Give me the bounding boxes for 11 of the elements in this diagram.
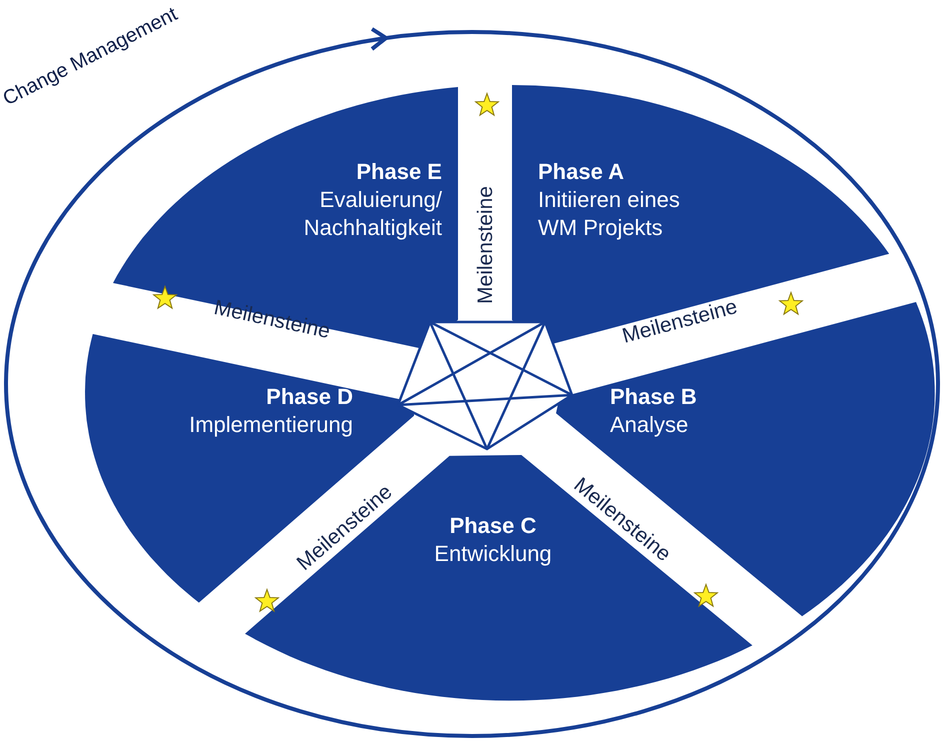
phase-description: Entwicklung — [433, 540, 553, 568]
phase-heading: Phase B — [610, 382, 698, 411]
phase-heading: Phase A — [538, 158, 626, 186]
phase-description: Analyse — [610, 410, 690, 439]
phase-heading: Phase C — [448, 512, 538, 540]
phase-heading: Phase D — [265, 382, 353, 411]
phase-heading: Phase E — [355, 158, 442, 186]
phase-description: Initiieren eines WM Projekts — [538, 186, 681, 242]
phase-description: Implementierung — [188, 410, 353, 439]
milestone-label: Meilensteine — [474, 186, 498, 304]
phase-description: Evaluierung/ Nachhaltigkeit — [302, 186, 442, 242]
